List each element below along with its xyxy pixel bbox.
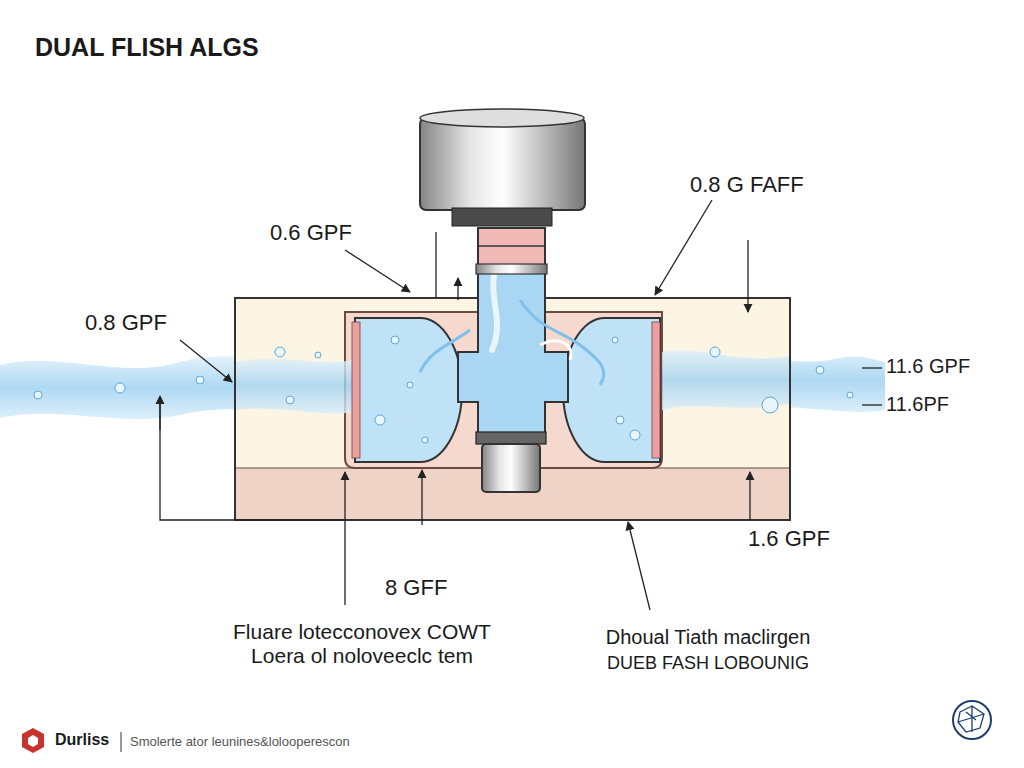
bubble — [315, 352, 321, 358]
leader-arrow — [180, 340, 232, 382]
leader-arrow — [747, 240, 748, 312]
leader-arrow — [344, 472, 345, 605]
leader-line — [862, 404, 882, 405]
seal-strip — [652, 322, 660, 458]
flow-rate-label: 11.6 GPF — [886, 355, 970, 378]
part-description: Fluare lotecconovex COWT Loera ol nolove… — [212, 620, 512, 668]
right-chamber — [563, 318, 660, 462]
bubble — [847, 392, 853, 398]
leader-line — [862, 367, 882, 368]
part-description: Dhoual Tiath maclirgen — [548, 626, 868, 649]
bubble — [816, 366, 824, 374]
bubble — [630, 430, 640, 440]
leader-line — [160, 400, 345, 520]
logo-icon — [22, 728, 44, 753]
flow-rate-label: 0.8 G FAFF — [690, 172, 804, 197]
bubble — [391, 336, 399, 344]
leader-arrow — [345, 250, 410, 292]
diagram-title: DUAL FLISH ALGS — [35, 33, 259, 62]
water-splash — [540, 341, 571, 360]
flow-rate-label: 0.8 GPF — [85, 310, 167, 335]
water-highlight — [492, 268, 497, 350]
bubble — [612, 337, 618, 343]
leader-arrow — [457, 278, 458, 300]
leader-line — [435, 232, 436, 298]
flow-rate-label: 0.6 GPF — [270, 220, 352, 245]
bottom-cylinder — [482, 444, 540, 492]
bubble — [616, 416, 624, 424]
valve-cap — [420, 118, 585, 210]
leader-arrow — [655, 200, 712, 295]
leader-arrow — [421, 470, 422, 525]
badge-icon — [953, 701, 991, 739]
logo-icon-inner — [28, 735, 38, 747]
bubble — [115, 383, 125, 393]
bubble — [710, 347, 720, 357]
water-stream — [0, 356, 352, 419]
cap-top — [420, 109, 584, 127]
brand-name: Durliss — [55, 731, 109, 749]
bubble — [196, 376, 204, 384]
leader-lines — [160, 200, 882, 610]
bubbles — [34, 336, 853, 443]
water-splash — [520, 300, 604, 385]
collar-ring — [476, 264, 547, 274]
bubble — [762, 397, 778, 413]
pink-collar — [478, 228, 545, 266]
bubble — [407, 382, 413, 388]
footer-divider — [120, 732, 121, 752]
bubble — [286, 396, 294, 404]
leader-arrow — [749, 472, 750, 520]
bottom-ring — [476, 432, 546, 444]
bubble — [275, 347, 285, 357]
leader-arrow — [159, 396, 160, 430]
collar-band — [478, 245, 545, 247]
left-chamber — [355, 318, 462, 462]
flow-rate-label: 8 GFF — [385, 575, 447, 600]
bubble — [422, 437, 428, 443]
bubble — [34, 391, 42, 399]
leader-arrow — [628, 522, 650, 610]
footer-note: Smolerte ator leunines&lolooperescon — [130, 735, 350, 750]
water-stream — [236, 359, 352, 414]
seal-strip — [352, 322, 360, 458]
central-pipe — [458, 265, 568, 440]
badge-pattern — [958, 706, 984, 732]
flow-rate-label: 1.6 GPF — [748, 526, 830, 551]
flow-rate-label: 11.6PF — [886, 393, 949, 416]
part-description: DUEB FASH LOBOUNIG — [548, 653, 868, 674]
water-splash — [420, 330, 470, 372]
bubble — [375, 415, 385, 425]
cap-neck — [452, 208, 552, 226]
